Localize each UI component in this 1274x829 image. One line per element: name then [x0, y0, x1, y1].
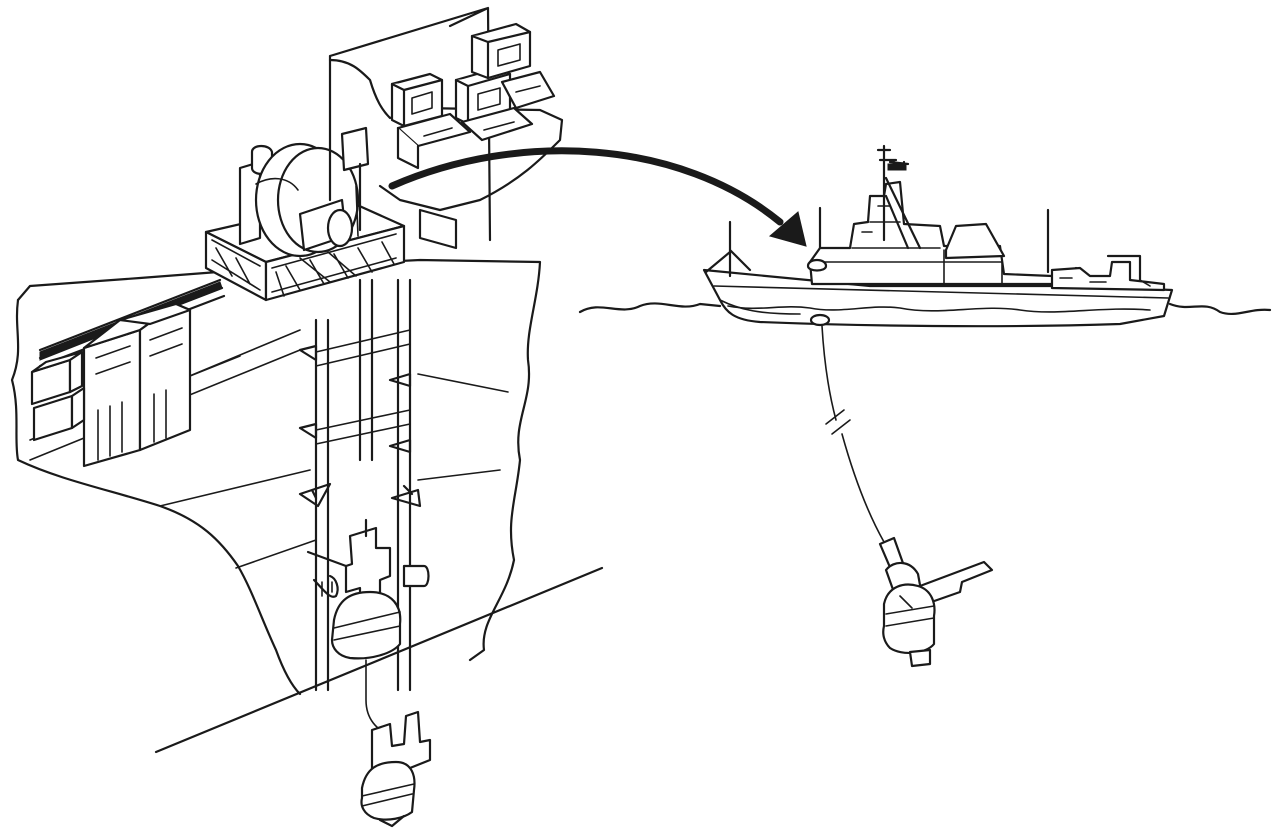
winch-icon — [240, 128, 368, 256]
sonar-body-icon — [362, 712, 431, 826]
mast-flag — [888, 164, 906, 170]
small-cabinets — [32, 352, 84, 440]
tow-cable-left — [366, 660, 388, 734]
tow-point — [811, 315, 829, 325]
stern-deck — [1052, 262, 1164, 290]
arrow-icon — [392, 151, 780, 222]
funnel — [946, 224, 1004, 258]
sonar-body-icon — [880, 538, 992, 666]
tow-cable-right — [822, 326, 884, 542]
ship-cutaway — [12, 8, 806, 826]
lower-compartment — [160, 374, 508, 568]
boat — [808, 260, 826, 271]
superstructure — [810, 182, 1054, 284]
bow-mast — [706, 222, 750, 276]
